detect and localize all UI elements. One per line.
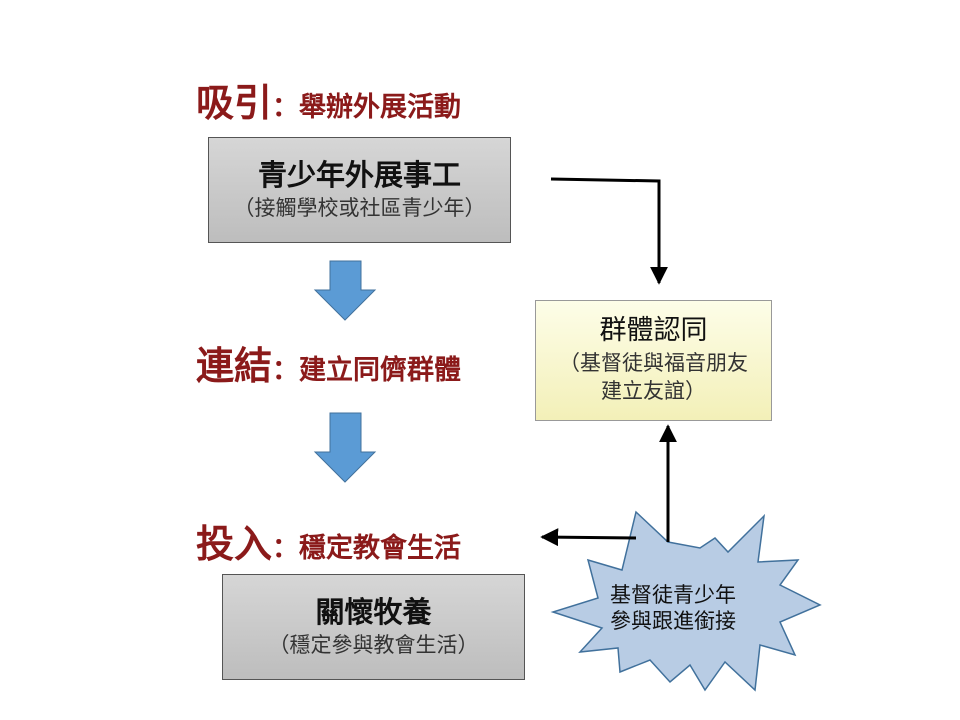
step-keyword: 吸引: [196, 81, 273, 125]
outreach-box: 青少年外展事工 （接觸學校或社區青少年）: [208, 137, 511, 243]
group-identity-title: 群體認同: [599, 315, 708, 346]
step-heading-connect: 連結：建立同儕群體: [196, 335, 461, 390]
down-arrow-2: [313, 412, 377, 483]
step-keyword: 投入: [196, 522, 273, 566]
group-identity-box: 群體認同 （基督徒與福音朋友 建立友誼）: [535, 300, 772, 421]
pastoral-care-title: 關懷牧養: [315, 595, 432, 629]
burst-label-line2: 參與跟進銜接: [610, 609, 736, 633]
step-description: 建立同儕群體: [299, 355, 462, 386]
group-identity-subtitle-line2: 建立友誼）: [601, 379, 706, 403]
outreach-subtitle: （接觸學校或社區青少年）: [233, 196, 486, 220]
group-identity-subtitle-line1: （基督徒與福音朋友: [559, 351, 748, 375]
step-separator: ：: [272, 355, 300, 386]
burst-label: 基督徒青少年 參與跟進銜接: [583, 582, 763, 634]
pastoral-care-subtitle: （穩定參與教會生活）: [268, 633, 479, 657]
connector-arrow-burst-to-commit: [540, 528, 637, 547]
burst-star-shape: [550, 510, 822, 692]
step-description: 舉辦外展活動: [299, 92, 462, 123]
step-separator: ：: [272, 92, 300, 123]
step-description: 穩定教會生活: [299, 533, 462, 564]
step-keyword: 連結: [196, 344, 273, 388]
step-heading-commit: 投入：穩定教會生活: [196, 513, 461, 568]
burst-label-line1: 基督徒青少年: [610, 583, 736, 607]
down-arrow-1: [313, 260, 377, 321]
pastoral-care-box: 關懷牧養 （穩定參與教會生活）: [222, 574, 525, 680]
outreach-title: 青少年外展事工: [257, 158, 461, 192]
step-separator: ：: [272, 533, 300, 564]
connector-arrow-outreach-to-identity: [550, 177, 668, 285]
step-heading-attract: 吸引：舉辦外展活動: [196, 72, 461, 127]
